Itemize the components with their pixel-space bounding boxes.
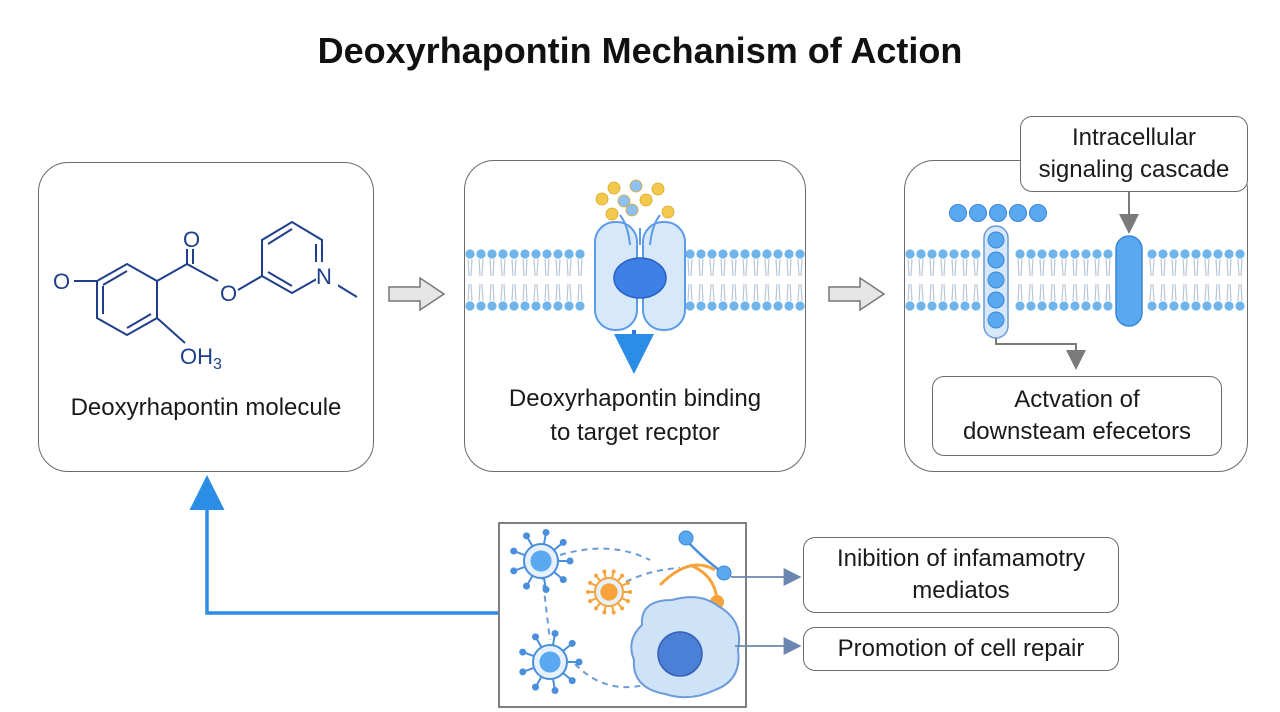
feedback-arrow — [189, 475, 498, 615]
molecule-panel — [38, 162, 374, 472]
immune-cells — [510, 528, 740, 699]
atom-o-ester: O — [220, 281, 237, 306]
binding-label-line2: to target recptor — [550, 418, 720, 446]
binding-label-line1: Deoxyrhapontin binding — [508, 385, 762, 412]
page-title: Deoxyrhapontin Mechanism of Action — [317, 30, 963, 71]
receptor — [594, 214, 686, 331]
signaling-callout-line2: signaling cascade — [1038, 156, 1230, 183]
inhibition-line1: Inibition of infamamotry — [836, 544, 1086, 572]
effectors-box: Actvation of downsteam efecetors — [932, 376, 1222, 456]
bound-ligand-core — [613, 257, 667, 299]
atom-o-carbonyl: O — [183, 227, 200, 252]
cell-membrane-left — [465, 249, 805, 311]
atom-n: N — [316, 264, 332, 289]
signaling-callout-line1: Intracellular — [1071, 123, 1197, 151]
signaling-callout: Intracellular signaling cascade — [1020, 116, 1248, 192]
channel-protein — [1115, 235, 1143, 327]
binding-label: Deoxyrhapontin binding to target recptor — [464, 382, 806, 449]
inhibition-box: Inibition of infamamotry mediatos — [803, 537, 1119, 613]
molecule-label: Deoxyrhapontin molecule — [70, 394, 342, 421]
cascade-to-effectors-arrow — [995, 338, 1086, 370]
repair-box: Promotion of cell repair — [803, 627, 1119, 671]
molecule-atom-labels: O O O N OH3 — [52, 227, 338, 373]
effectors-line1: Actvation of — [1014, 385, 1140, 413]
large-cell-nucleus — [657, 631, 703, 677]
effectors-line2: downsteam efecetors — [962, 418, 1192, 445]
molecule-structure — [72, 220, 358, 344]
cell-membrane-right — [905, 249, 1245, 311]
atom-o-left: O — [53, 269, 70, 294]
inhibition-line2: mediatos — [912, 577, 1010, 604]
atom-oh3: OH3 — [180, 344, 222, 373]
arrow-panel1-to-panel2 — [388, 276, 446, 312]
ligand-particles — [595, 179, 675, 221]
arrow-panel2-to-panel3 — [828, 276, 886, 312]
repair-text: Promotion of cell repair — [837, 634, 1085, 662]
